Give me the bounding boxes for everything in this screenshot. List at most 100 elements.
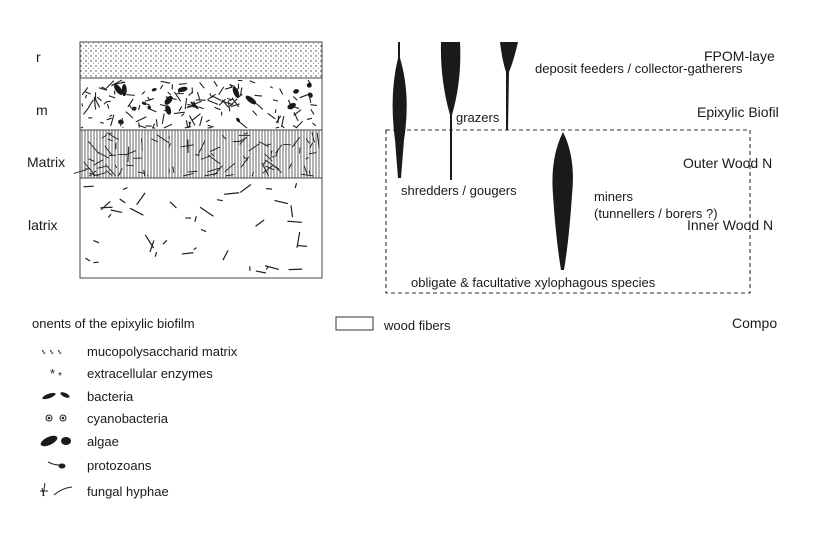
texture-stroke [270,156,275,158]
miners-label: miners [594,189,634,204]
texture-stroke [85,257,91,262]
texture-stroke [114,164,118,169]
protozoan-icon [47,461,66,469]
outer-wood-hyphae [73,132,320,177]
cyanobacteria-icon [45,414,67,422]
texture-stroke [186,139,189,153]
texture-stroke [93,97,97,110]
texture-stroke [151,138,159,143]
texture-stroke [100,206,113,209]
texture-stroke [174,111,185,115]
texture-stroke [308,170,311,175]
texture-stroke [269,86,274,89]
texture-stroke [206,167,221,173]
left-label-inner-matrix: latrix [28,217,58,233]
texture-stroke [110,114,115,127]
texture-stroke [168,143,171,149]
texture-stroke [188,91,193,96]
legend-icons: ** [40,349,73,497]
texture-stroke [270,150,273,156]
texture-stroke [146,175,149,177]
texture-stroke [306,117,313,120]
texture-stroke [310,108,315,115]
texture-stroke [135,116,147,123]
texture-stroke [200,228,207,233]
texture-stroke [84,91,91,95]
texture-stroke [109,114,113,117]
compo-label: Compo [732,315,778,331]
texture-stroke [136,192,146,205]
texture-stroke [293,96,298,101]
texture-stroke [84,94,88,99]
svg-text:*: * [58,371,62,382]
texture-stroke [224,192,240,195]
texture-stroke [185,120,189,128]
texture-stroke [159,84,164,90]
texture-stroke [144,98,154,102]
organism-blob [151,88,157,92]
algae-icon [40,435,71,447]
texture-stroke [265,159,280,170]
organism-blob [293,89,299,94]
legend-item-cyanobacteria: cyanobacteria [87,411,168,426]
texture-stroke [105,170,113,176]
organism-blob [118,119,124,125]
right-label-outer-wood: Outer Wood N [683,155,773,171]
texture-stroke [216,199,223,202]
texture-stroke [117,168,123,177]
texture-stroke [199,82,205,89]
wood-fibers-swatch [335,316,374,331]
texture-stroke [122,81,126,84]
texture-stroke [139,125,147,129]
texture-stroke [218,98,226,106]
texture-stroke [188,121,191,126]
texture-stroke [299,94,309,99]
texture-stroke [255,103,264,110]
texture-stroke [156,134,170,144]
texture-stroke [93,159,104,166]
texture-stroke [275,144,283,154]
texture-stroke [207,124,214,128]
texture-stroke [167,91,172,96]
texture-stroke [205,119,211,123]
texture-stroke [143,169,146,177]
shredder-spindle [392,42,407,178]
texture-stroke [240,156,250,169]
texture-stroke [238,121,248,129]
texture-stroke [225,174,234,177]
texture-stroke [262,165,274,174]
texture-stroke [106,132,119,141]
texture-stroke [251,171,255,177]
texture-stroke [101,134,108,139]
right-label-biofilm: Epixylic Biofil [697,104,779,120]
texture-stroke [168,135,170,139]
texture-stroke [292,125,298,129]
shredders-label: shredders / gougers [401,183,517,198]
texture-stroke [255,219,265,227]
texture-stroke [92,172,107,177]
texture-stroke [239,87,243,95]
texture-stroke [82,106,90,115]
texture-stroke [127,146,130,163]
texture-stroke [106,100,111,103]
texture-stroke [294,182,298,189]
texture-stroke [267,112,276,120]
texture-stroke [297,244,308,247]
biofilm-organisms [80,79,317,129]
texture-stroke [187,170,198,173]
texture-stroke [312,122,317,127]
texture-stroke [218,86,225,96]
texture-stroke [200,155,211,160]
texture-stroke [83,185,94,188]
texture-stroke [293,112,299,122]
texture-stroke [105,80,115,89]
texture-stroke [194,216,197,222]
organism-blob [306,82,312,88]
texture-stroke [296,120,303,128]
layer-column [73,41,323,279]
texture-stroke [275,126,280,129]
texture-stroke [89,172,100,177]
texture-stroke [127,98,134,108]
texture-stroke [73,169,87,174]
texture-stroke [290,205,294,218]
